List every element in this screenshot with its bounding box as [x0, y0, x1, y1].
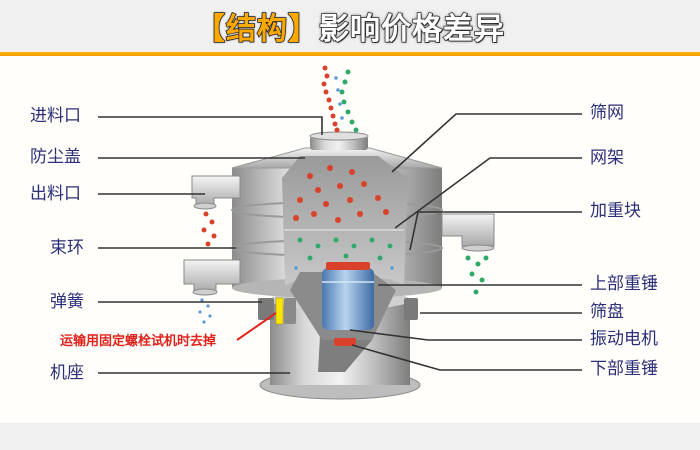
particles-blue — [198, 76, 394, 324]
label-vibration-motor: 振动电机 — [590, 329, 658, 349]
label-dust-cover: 防尘盖 — [30, 147, 81, 167]
particles-red — [201, 65, 389, 247]
footer-band — [0, 423, 700, 450]
right-discharge-outlet — [441, 213, 495, 252]
upper-weight-shape — [326, 262, 370, 270]
warning-pointer — [236, 312, 277, 341]
title-subtitle: 影响价格差异 — [318, 11, 505, 48]
vibration-motor-shape — [322, 268, 374, 330]
label-spring: 弹簧 — [50, 292, 84, 312]
header-bar — [0, 0, 700, 52]
label-screen-tray: 筛盘 — [590, 302, 624, 322]
springs — [258, 297, 418, 325]
warning-note: 运输用固定螺栓试机时去掉 — [60, 334, 217, 349]
label-weight-block: 加重块 — [590, 201, 641, 221]
label-upper-weight: 上部重锤 — [590, 274, 658, 294]
label-mesh-frame: 网架 — [590, 148, 624, 168]
header-divider — [0, 52, 700, 56]
label-base: 机座 — [50, 363, 84, 383]
particles-green — [297, 69, 489, 295]
label-clamp-ring: 束环 — [50, 238, 84, 258]
left-discharge-outlets — [183, 175, 241, 296]
lower-weight-shape — [334, 338, 356, 346]
sieve-body — [231, 131, 443, 346]
label-screen-mesh: 筛网 — [590, 103, 624, 123]
title-highlight: 【结构】 — [194, 11, 319, 48]
label-discharge-outlet: 出料口 — [30, 184, 81, 204]
label-feed-inlet: 进料口 — [30, 106, 81, 126]
transport-bolt — [275, 297, 284, 325]
label-lower-weight: 下部重锤 — [590, 359, 658, 379]
leader-lines — [98, 113, 582, 374]
page-title: 【结构】影响价格差异 — [0, 4, 700, 48]
